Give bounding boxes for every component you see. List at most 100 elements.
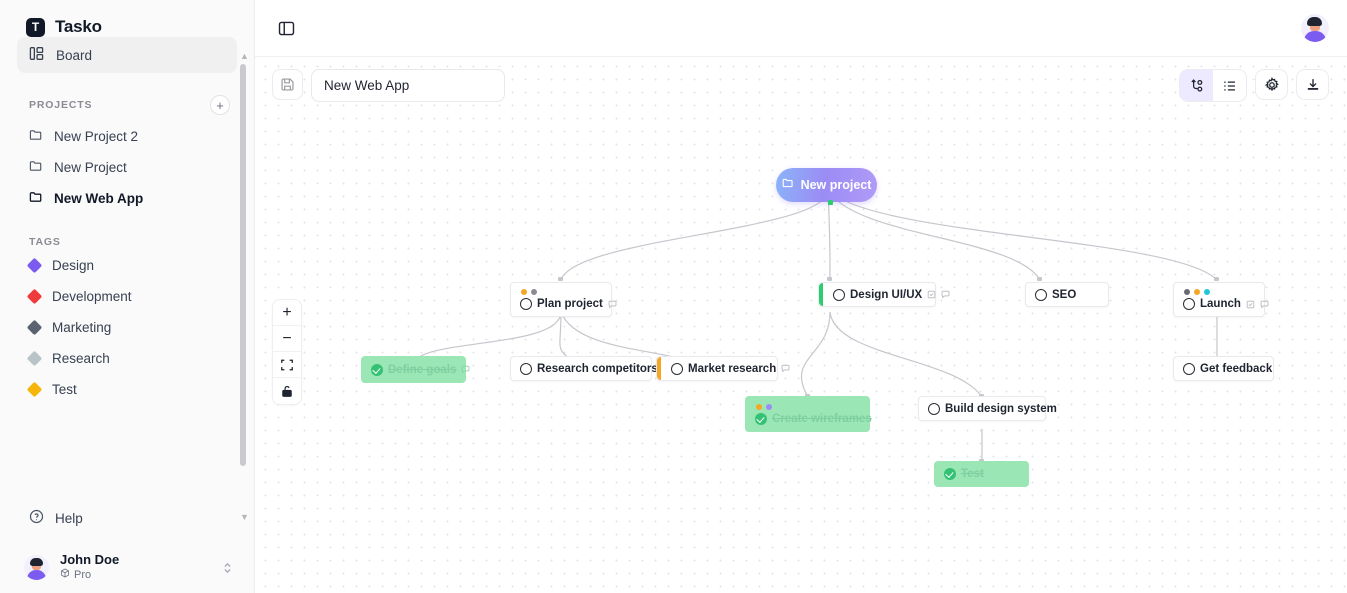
comment-icon[interactable] (461, 365, 470, 374)
zoom-out-button[interactable]: − (273, 326, 301, 352)
mindmap-node-launch[interactable]: Launch (1173, 282, 1269, 317)
sidebar-item-help[interactable]: Help (0, 501, 112, 535)
mindmap-node-seo[interactable]: SEO (1025, 282, 1109, 307)
view-list-button[interactable] (1213, 70, 1246, 101)
node-checkbox[interactable] (833, 288, 845, 301)
tag-dot (531, 289, 537, 295)
sidebar-tag-label: Marketing (52, 320, 112, 335)
mindmap-node-plan-project[interactable]: Plan project (510, 282, 617, 317)
mindmap-canvas[interactable]: + − New projec (255, 57, 1347, 593)
tag-color-swatch (26, 350, 43, 367)
user-switch-chevrons-icon[interactable] (222, 560, 233, 576)
panel-toggle-icon[interactable] (271, 13, 301, 43)
sidebar-tag-label: Research (52, 351, 110, 366)
user-account-button[interactable]: John Doe Pro (0, 552, 255, 583)
tag-dot (1184, 289, 1190, 295)
sidebar-project-new-project[interactable]: New Project (0, 152, 254, 183)
scroll-up-arrow-icon[interactable]: ▲ (240, 51, 249, 61)
app-logo-icon: T (26, 17, 45, 37)
node-checkbox[interactable] (520, 298, 532, 310)
project-title-input[interactable] (311, 69, 505, 102)
comment-icon[interactable] (781, 364, 790, 373)
sidebar-tag-design[interactable]: Design (0, 250, 254, 281)
mindmap-node-test[interactable]: Test (934, 461, 1029, 487)
node-label: Define goals (388, 363, 457, 376)
mindmap-node-define-goals[interactable]: Define goals (361, 356, 470, 383)
mindmap-root-node[interactable]: New project (776, 168, 877, 202)
add-project-button[interactable]: + (210, 95, 230, 115)
sidebar-project-label: New Project 2 (54, 129, 139, 144)
sidebar-project-new-web-app[interactable]: New Web App (0, 183, 254, 214)
comment-icon[interactable] (941, 290, 950, 299)
mindmap-node-build-design-system[interactable]: Build design system (918, 396, 1057, 421)
view-mindmap-button[interactable] (1180, 70, 1213, 101)
lock-icon[interactable] (273, 378, 301, 404)
board-icon (29, 46, 44, 64)
sidebar-tag-marketing[interactable]: Marketing (0, 312, 254, 343)
node-status-bar (819, 283, 823, 306)
mindmap-root-label: New project (800, 178, 872, 192)
question-circle-icon (29, 509, 44, 527)
tags-section-header: TAGS (0, 214, 254, 250)
node-label: Test (961, 468, 984, 480)
canvas-toolbar-right (1179, 69, 1329, 102)
comment-icon[interactable] (608, 300, 617, 309)
node-label: SEO (1052, 288, 1077, 301)
download-button[interactable] (1296, 69, 1329, 100)
scrollbar-thumb[interactable] (240, 64, 246, 466)
node-checkbox[interactable] (1183, 362, 1195, 375)
mindmap-node-create-wireframes[interactable]: Create wireframes (745, 396, 872, 432)
app-title: Tasko (55, 17, 102, 36)
node-checkbox[interactable] (371, 363, 383, 376)
folder-icon (29, 128, 43, 145)
folder-icon (29, 159, 43, 176)
node-checkbox[interactable] (1035, 288, 1047, 301)
mindmap-node-get-feedback[interactable]: Get feedback (1173, 356, 1274, 381)
node-checkbox[interactable] (671, 362, 683, 375)
node-checkbox[interactable] (1183, 298, 1195, 310)
sidebar-tag-label: Design (52, 258, 95, 273)
sidebar-project-label: New Project (54, 160, 127, 175)
projects-section-header: PROJECTS + (0, 73, 254, 121)
zoom-in-button[interactable]: + (273, 300, 301, 326)
settings-button[interactable] (1255, 69, 1288, 100)
sidebar-tag-development[interactable]: Development (0, 281, 254, 312)
tag-color-swatch (26, 257, 43, 274)
fit-view-icon[interactable] (273, 352, 301, 378)
sidebar-tag-test[interactable]: Test (0, 374, 254, 405)
user-avatar[interactable] (1301, 14, 1329, 42)
node-checkbox[interactable] (520, 362, 532, 375)
brand: T Tasko (0, 0, 254, 37)
scroll-down-arrow-icon[interactable]: ▼ (240, 512, 249, 522)
mindmap-node-market-research[interactable]: Market research (656, 356, 790, 381)
mindmap-node-research-competitors[interactable]: Research competitors (510, 356, 658, 381)
user-name: John Doe (60, 552, 120, 567)
sidebar-item-board[interactable]: Board (17, 37, 237, 73)
scrollbar-track[interactable] (240, 64, 246, 466)
root-output-port[interactable] (828, 200, 833, 205)
sidebar-tag-research[interactable]: Research (0, 343, 254, 374)
user-info: John Doe Pro (60, 552, 211, 583)
tag-dot (756, 403, 762, 410)
topbar (255, 0, 1347, 57)
avatar (24, 555, 49, 580)
tag-dot (521, 289, 527, 295)
sidebar-scrollbar[interactable]: ▲ ▼ (240, 51, 249, 522)
checklist-icon[interactable] (927, 290, 936, 299)
save-button[interactable] (272, 69, 303, 100)
node-checkbox[interactable] (944, 468, 956, 480)
checklist-icon[interactable] (1246, 300, 1255, 309)
tag-color-swatch (26, 288, 43, 305)
view-mode-switch (1179, 69, 1247, 102)
folder-icon (782, 176, 794, 194)
mindmap-node-design-ui-ux[interactable]: Design UI/UX (818, 282, 950, 307)
node-label: Get feedback (1200, 362, 1273, 375)
node-label: Market research (688, 362, 777, 375)
node-checkbox[interactable] (928, 402, 940, 415)
sidebar-project-new-project-2[interactable]: New Project 2 (0, 121, 254, 152)
comment-icon[interactable] (1260, 300, 1269, 309)
tag-color-swatch (26, 319, 43, 336)
projects-section-title: PROJECTS (29, 99, 93, 111)
tags-section-title: TAGS (29, 236, 61, 248)
node-checkbox[interactable] (755, 412, 767, 425)
